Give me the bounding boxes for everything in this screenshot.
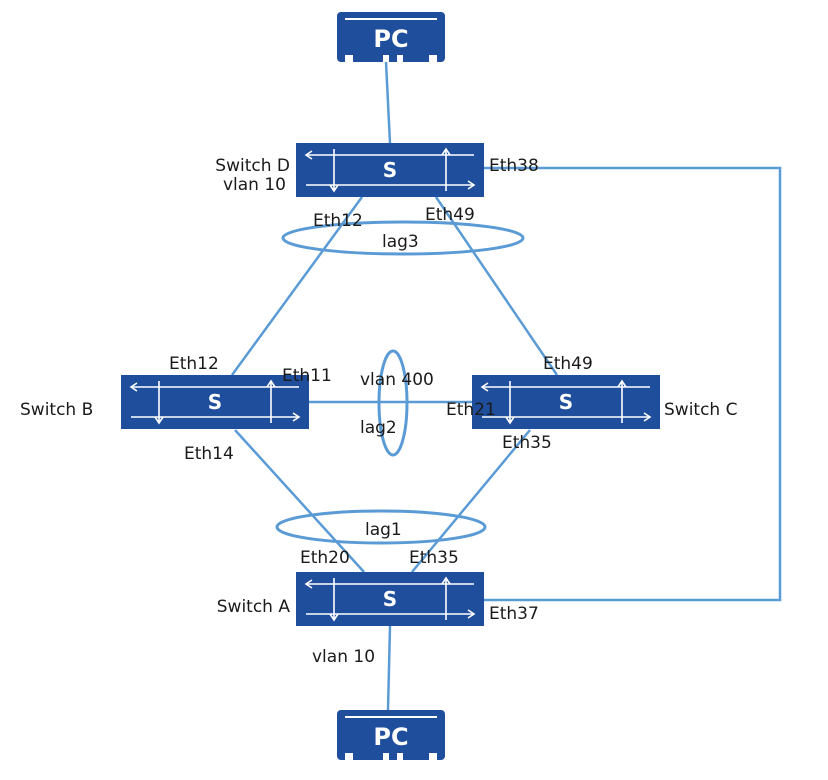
switch-a-icon-label: S — [383, 587, 397, 611]
switch-c[interactable]: S — [472, 375, 660, 429]
port-d-eth12: Eth12 — [313, 211, 363, 231]
switch-b[interactable]: S — [121, 375, 309, 429]
switch-d-icon-label: S — [383, 158, 397, 182]
pc-bottom-label: PC — [373, 723, 408, 751]
lag2-vlan-label: vlan 400 — [360, 370, 434, 390]
port-a-eth37: Eth37 — [489, 604, 539, 624]
pc-top-label: PC — [373, 25, 408, 53]
link-d-eth38-a-eth37 — [484, 166, 782, 602]
switch-a[interactable]: S — [296, 572, 484, 626]
lag1-ellipse — [275, 509, 487, 545]
link-d-eth49-c-eth49 — [434, 196, 559, 376]
link-d-eth12-b-eth12 — [230, 196, 364, 376]
port-b-eth11: Eth11 — [282, 366, 332, 386]
switch-b-name: Switch B — [20, 400, 93, 420]
switch-c-icon-label: S — [559, 390, 573, 414]
port-b-eth14: Eth14 — [184, 444, 234, 464]
lag3-ellipse — [281, 220, 525, 256]
link-b-eth14-a-eth20 — [234, 429, 365, 573]
pc-top[interactable]: PC — [337, 12, 445, 62]
lag2-label: lag2 — [360, 418, 397, 438]
switch-c-arrows-icon — [480, 379, 652, 425]
switch-a-name: Switch A — [217, 597, 291, 617]
switch-a-arrows-icon — [304, 576, 476, 622]
switch-a-vlan: vlan 10 — [312, 647, 375, 667]
pc-bottom[interactable]: PC — [337, 710, 445, 760]
link-switch-a-pc-bottom — [386, 625, 392, 711]
port-c-eth21: Eth21 — [446, 400, 496, 420]
port-b-eth12: Eth12 — [169, 354, 219, 374]
port-d-eth38: Eth38 — [489, 156, 539, 176]
lag3-label: lag3 — [382, 232, 419, 252]
switch-d-name: Switch D — [215, 156, 290, 176]
switch-b-icon-label: S — [208, 390, 222, 414]
link-pc-top-switch-d — [384, 61, 392, 144]
switch-c-name: Switch C — [664, 400, 737, 420]
switch-d[interactable]: S — [296, 143, 484, 197]
link-c-eth35-a-eth35 — [411, 429, 531, 573]
port-a-eth20: Eth20 — [300, 548, 350, 568]
port-c-eth35: Eth35 — [502, 433, 552, 453]
port-a-eth35: Eth35 — [409, 548, 459, 568]
port-c-eth49: Eth49 — [543, 354, 593, 374]
lag2-ellipse — [377, 349, 409, 457]
switch-b-arrows-icon — [129, 379, 301, 425]
port-d-eth49: Eth49 — [425, 205, 475, 225]
switch-d-vlan: vlan 10 — [223, 175, 286, 195]
switch-d-arrows-icon — [304, 147, 476, 193]
lag1-label: lag1 — [365, 520, 402, 540]
